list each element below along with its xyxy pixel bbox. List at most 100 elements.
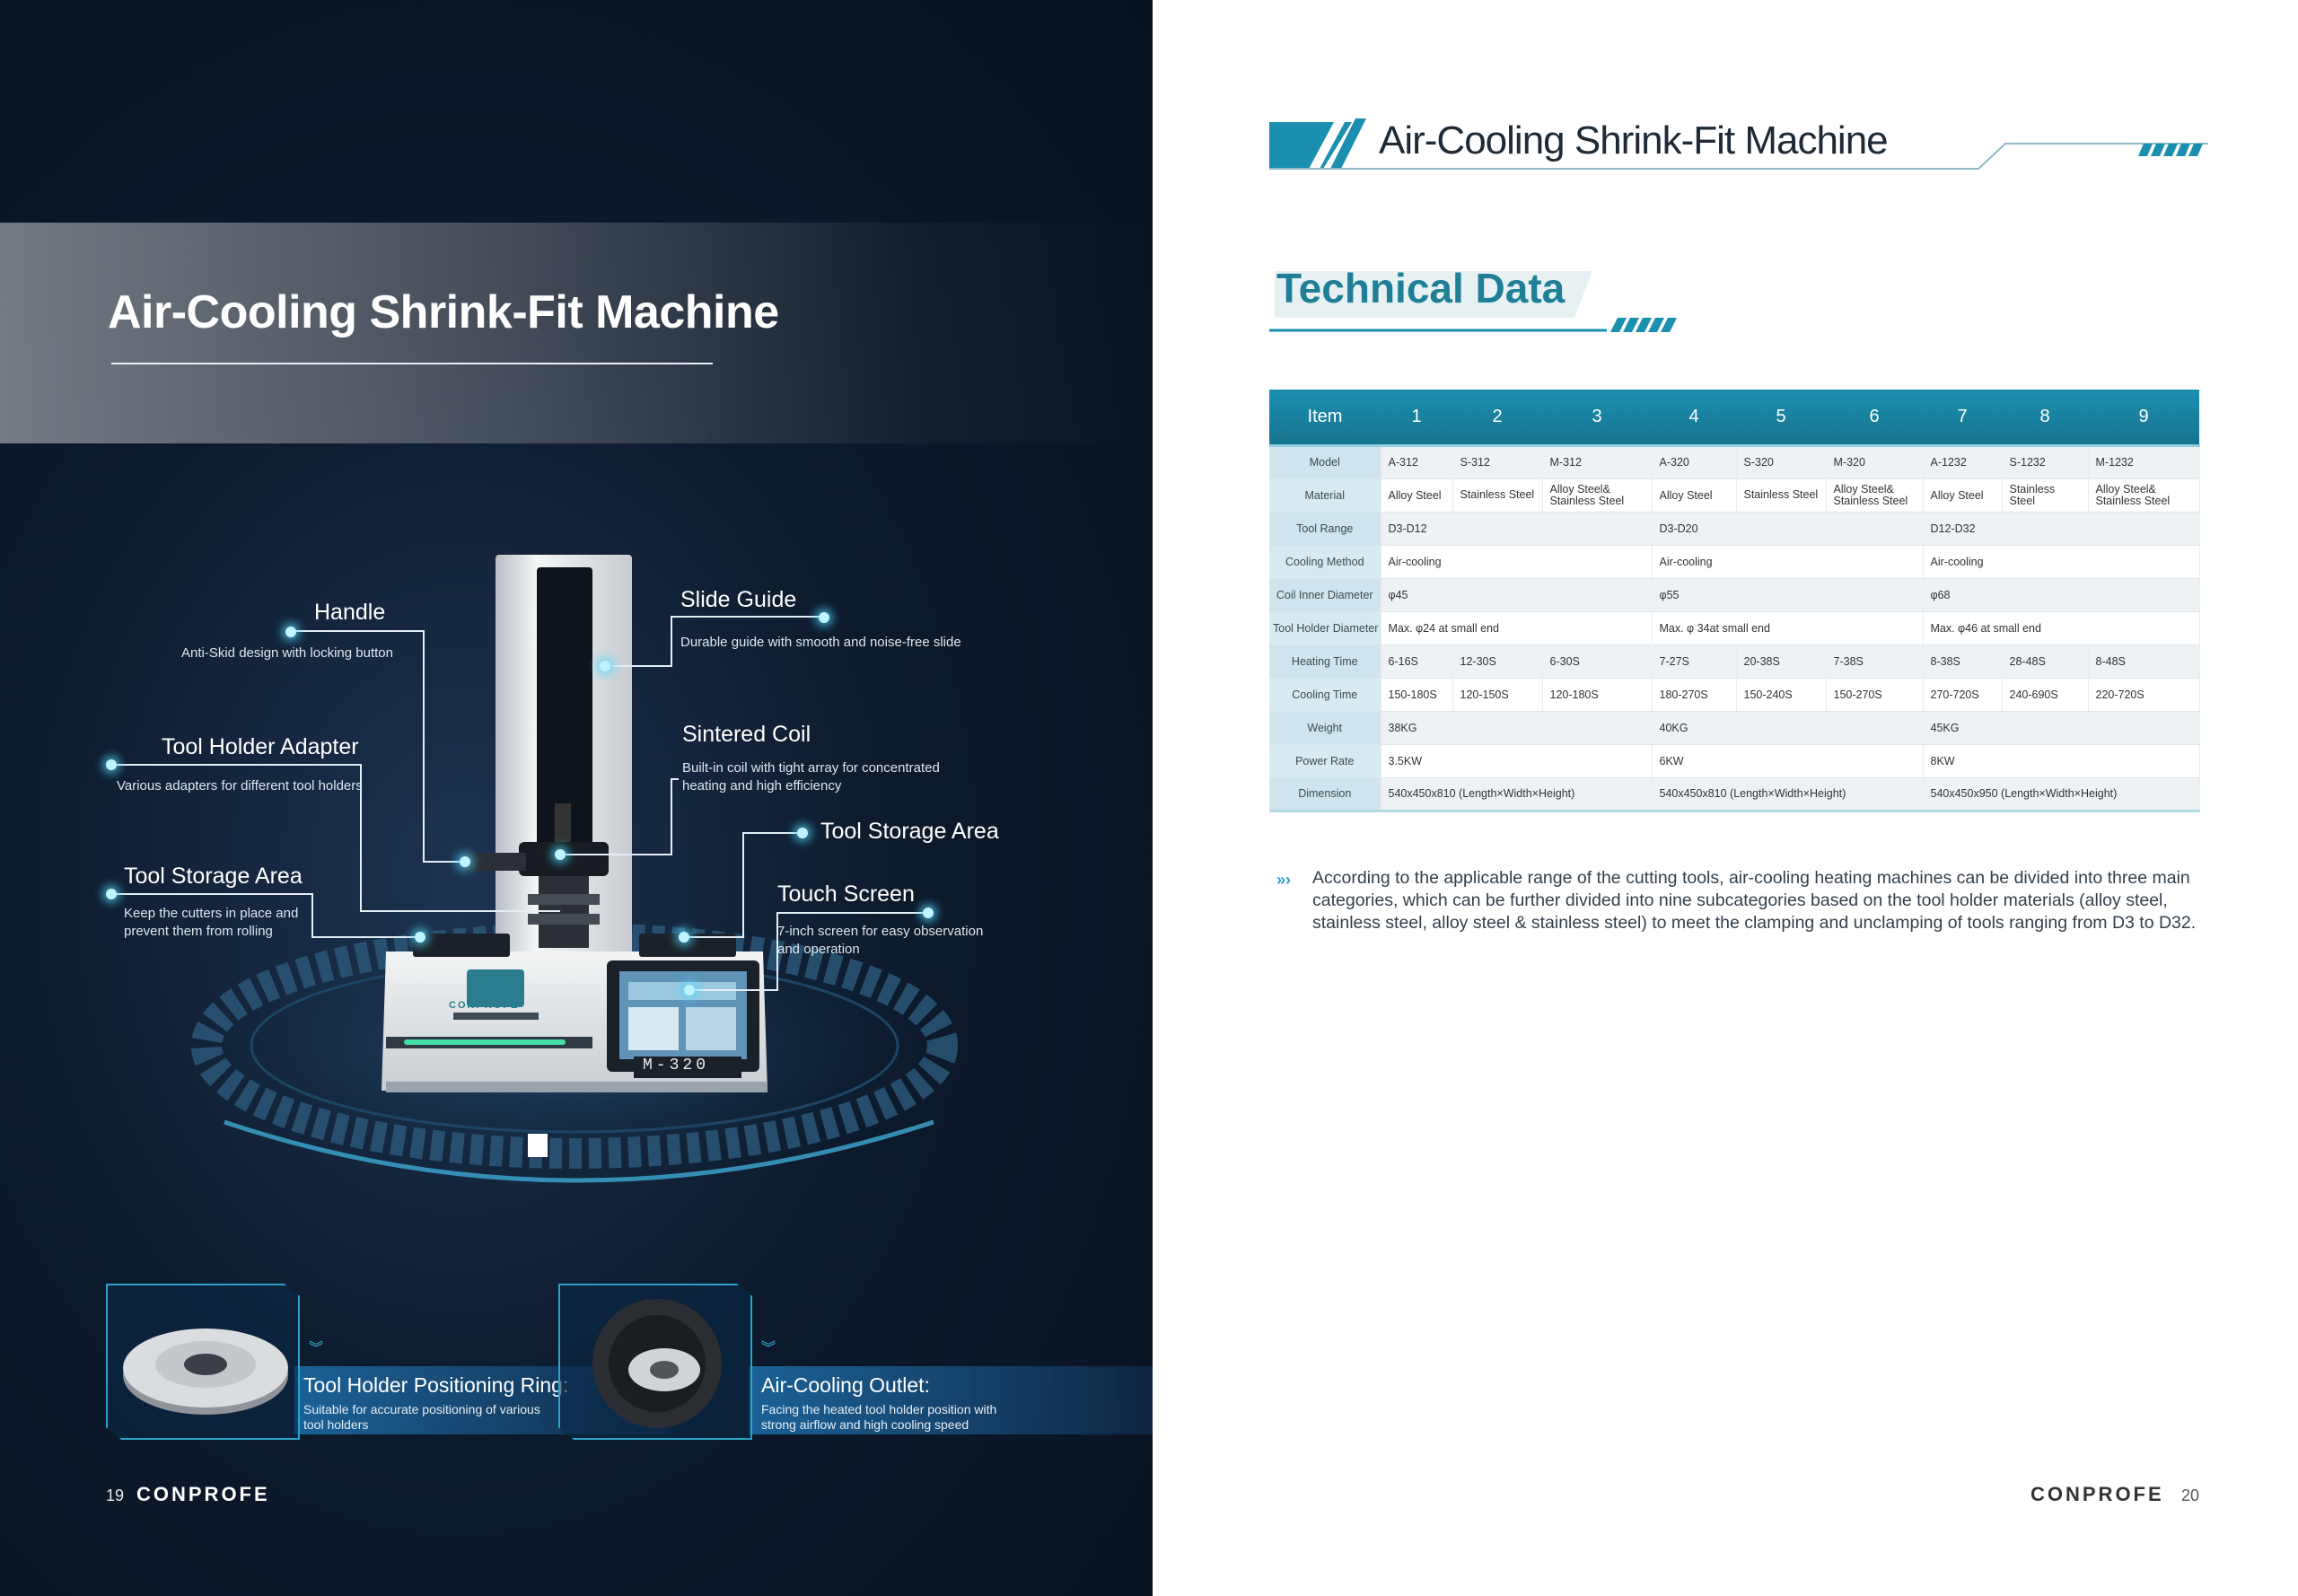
callout-handle-desc: Anti-Skid design with locking button [181, 645, 393, 661]
table-cell: M-1232 [2088, 445, 2200, 479]
table-cell: 28-48S [2002, 645, 2089, 679]
callout-dot-tool-storage-right [797, 828, 808, 838]
callout-tool-holder-adapter-desc: Various adapters for different tool hold… [117, 778, 363, 794]
table-cell: φ55 [1652, 578, 1924, 612]
table-cell: φ45 [1381, 578, 1653, 612]
table-cell: Alloy Steel& Stainless Steel [1826, 478, 1924, 513]
positioning-ring-image [123, 1329, 288, 1415]
table-cell: S-312 [1452, 445, 1543, 479]
table-cell: 6-16S [1381, 645, 1453, 679]
table-row-label: Tool Range [1269, 512, 1381, 546]
table-cell: 220-720S [2088, 678, 2200, 712]
right-page: Air-Cooling Shrink-Fit Machine Technical… [1153, 0, 2298, 1596]
table-cell: 540x450x810 (Length×Width×Height) [1381, 777, 1653, 812]
callout-handle-title: Handle [314, 600, 386, 625]
conprofe-logo-left: CONPROFE [136, 1483, 270, 1505]
table-row-label: Cooling Time [1269, 678, 1381, 712]
table-cell: Max. φ24 at small end [1381, 611, 1653, 645]
table-cell: 6-30S [1542, 645, 1653, 679]
machine-brand: CONPROFE [449, 1000, 520, 1011]
table-cell: S-320 [1736, 445, 1827, 479]
table-cell: Alloy Steel& Stainless Steel [1542, 478, 1653, 513]
feature-air-cooling-outlet-title: Air-Cooling Outlet: [761, 1373, 930, 1397]
table-cell: Max. φ 34at small end [1652, 611, 1924, 645]
table-cell: 8KW [1923, 744, 2200, 778]
machine-model-label: M-320 [643, 1057, 710, 1074]
callout-dot-tool-storage-left [106, 889, 117, 899]
table-cell: A-312 [1381, 445, 1453, 479]
table-header-col: 2 [1452, 390, 1542, 447]
technical-data-title: Technical Data [1276, 265, 1566, 311]
table-cell: D12-D32 [1923, 512, 2200, 546]
callout-dot-storage-right [679, 932, 689, 943]
triple-chevron-icon: »› [1276, 871, 1292, 889]
table-header-col: 1 [1381, 390, 1452, 447]
table-header-col: 4 [1652, 390, 1736, 447]
table-cell: 270-720S [1923, 678, 2003, 712]
table-header-col: 7 [1923, 390, 2002, 447]
air-cooling-outlet-image [592, 1299, 722, 1428]
table-cell: 8-38S [1923, 645, 2003, 679]
table-cell: 7-38S [1826, 645, 1924, 679]
table-row-label: Power Rate [1269, 744, 1381, 778]
table-cell: Alloy Steel& Stainless Steel [2088, 478, 2200, 513]
feature-positioning-ring-desc: Suitable for accurate positioning of var… [303, 1402, 540, 1432]
callout-tool-holder-adapter-title: Tool Holder Adapter [162, 734, 359, 759]
callout-touch-screen-title: Touch Screen [777, 881, 915, 907]
table-cell: 40KG [1652, 711, 1924, 745]
table-cell: S-1232 [2002, 445, 2089, 479]
table-cell: Alloy Steel [1381, 478, 1453, 513]
title-underline [111, 363, 713, 364]
table-cell: 240-690S [2002, 678, 2089, 712]
table-row-label: Cooling Method [1269, 545, 1381, 579]
table-cell: 540x450x950 (Length×Width×Height) [1923, 777, 2200, 812]
table-cell: 8-48S [2088, 645, 2200, 679]
callout-dot-adapter [460, 856, 470, 867]
feature-air-cooling-outlet: ︾ Air-Cooling Outlet: Facing the heated … [558, 1284, 1153, 1440]
title-band [0, 223, 1153, 443]
table-cell: 7-27S [1652, 645, 1737, 679]
table-header-col: 8 [2002, 390, 2088, 447]
table-cell: 150-240S [1736, 678, 1827, 712]
page-number-right: 20 [2181, 1486, 2200, 1504]
table-header-item: Item [1269, 390, 1381, 447]
table-cell: Alloy Steel [1923, 478, 2003, 513]
table-cell: Air-cooling [1923, 545, 2200, 579]
table-cell: 20-38S [1736, 645, 1827, 679]
table-row-label: Model [1269, 445, 1381, 479]
table-cell: 120-150S [1452, 678, 1543, 712]
callout-tool-storage-right-title: Tool Storage Area [820, 819, 999, 844]
table-cell: Air-cooling [1381, 545, 1653, 579]
callout-dot-screen [684, 985, 695, 995]
right-header-title: Air-Cooling Shrink-Fit Machine [1379, 118, 1889, 162]
table-cell: Stainless Steel [2002, 478, 2089, 513]
table-cell: 180-270S [1652, 678, 1737, 712]
table-header-col: 9 [2088, 390, 2199, 447]
table-header-col: 6 [1826, 390, 1923, 447]
table-cell: M-320 [1826, 445, 1924, 479]
callout-dot-handle [285, 627, 296, 637]
callout-dot-column [600, 661, 610, 671]
conprofe-logo-right: CONPROFE [2030, 1483, 2164, 1505]
table-cell: D3-D20 [1652, 512, 1924, 546]
table-row-label: Dimension [1269, 777, 1381, 812]
feature-air-cooling-outlet-desc: Facing the heated tool holder position w… [761, 1402, 997, 1432]
table-cell: 3.5KW [1381, 744, 1653, 778]
table-cell: φ68 [1923, 578, 2200, 612]
table-row-label: Material [1269, 478, 1381, 513]
technical-note: According to the applicable range of the… [1312, 868, 2197, 933]
table-header-col: 5 [1736, 390, 1826, 447]
table-cell: Air-cooling [1652, 545, 1924, 579]
table-cell: Stainless Steel [1452, 478, 1543, 513]
table-row-label: Coil Inner Diameter [1269, 578, 1381, 612]
